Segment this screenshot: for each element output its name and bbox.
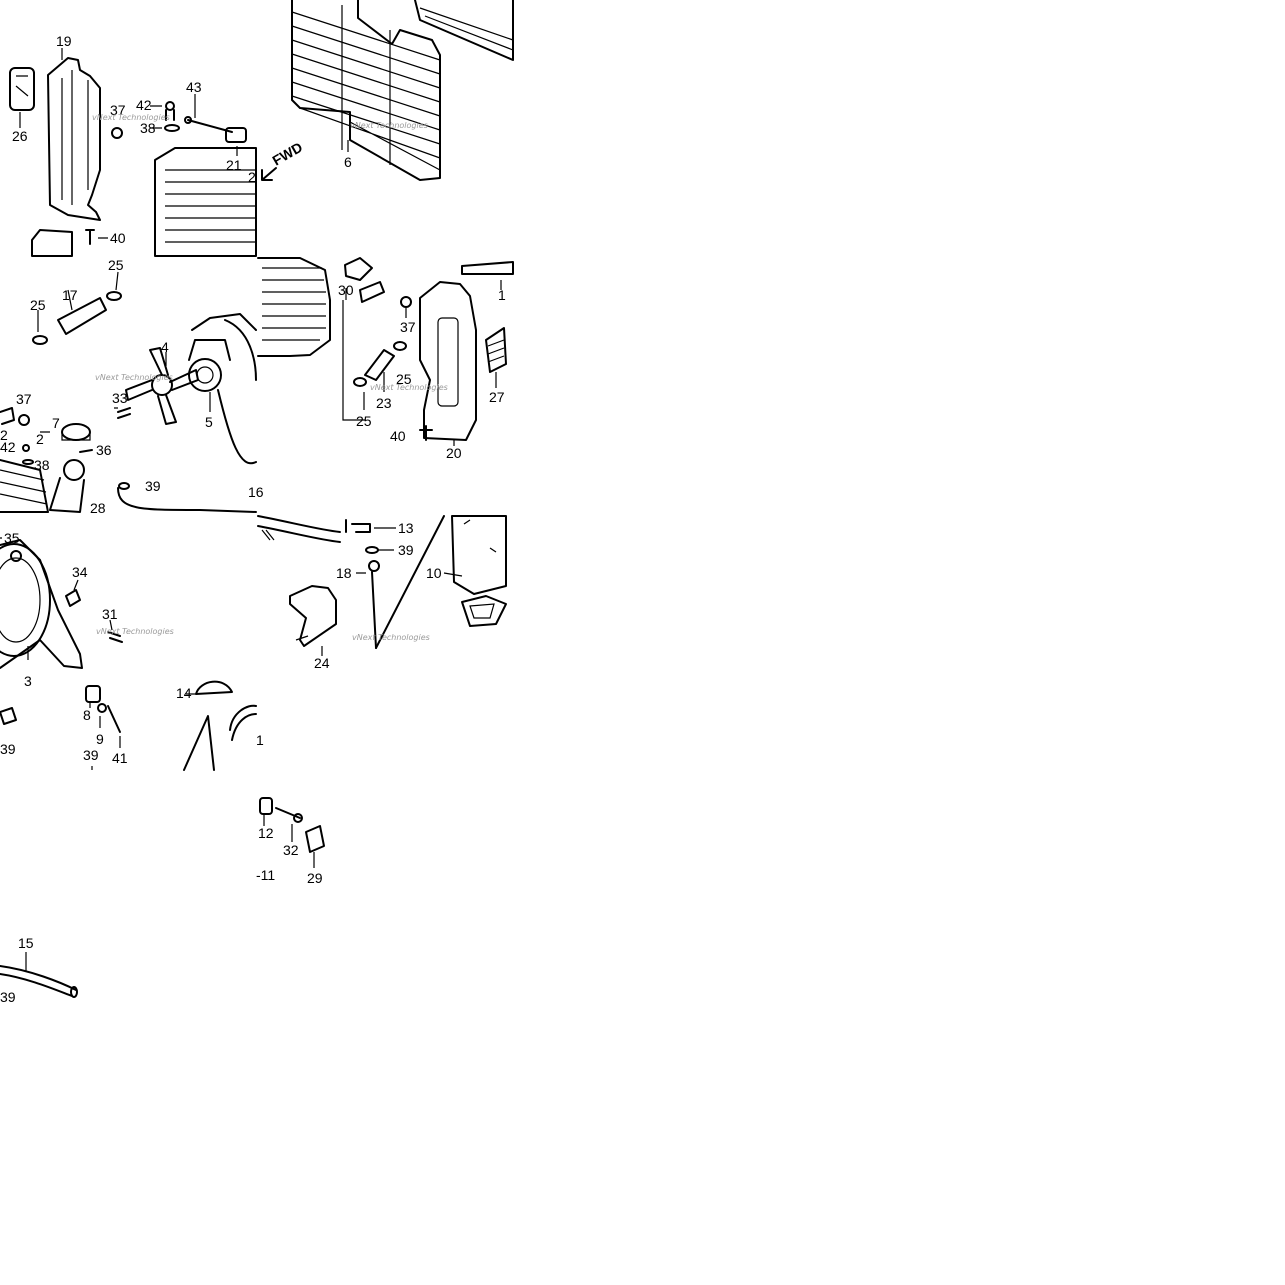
callout-38: 38	[140, 120, 156, 136]
callout-28: 28	[90, 500, 106, 516]
callout-30: 30	[338, 282, 354, 298]
callout-4: 4	[161, 339, 169, 355]
callout-1b: 1	[256, 732, 264, 748]
callout-3: 3	[24, 673, 32, 689]
callout-16: 39	[0, 741, 16, 757]
callout-13: 13	[398, 520, 414, 536]
fan-shroud-group	[0, 537, 257, 771]
callout-42b: 42	[0, 439, 16, 455]
right-shroud-group	[257, 257, 514, 446]
reservoir-group	[257, 515, 507, 656]
callout-37b: 37	[16, 391, 32, 407]
callout-24: 24	[314, 655, 330, 671]
callout-38b: 38	[34, 457, 50, 473]
callout-14: 14	[176, 685, 192, 701]
watermark-5: vNext Technologies	[96, 627, 174, 636]
callout-31: 31	[102, 606, 118, 622]
callout-27: 27	[489, 389, 505, 405]
callout-34: 34	[72, 564, 88, 580]
callout-25: 25	[30, 297, 46, 313]
callout-15: 15	[18, 935, 34, 951]
watermark-2: vNext Technologies	[350, 121, 428, 130]
callout-35: 35	[4, 530, 20, 546]
callout-39: 39	[145, 478, 161, 494]
callout-23: 23	[376, 395, 392, 411]
watermark-6: vNext Technologies	[352, 633, 430, 642]
callout-5: 5	[205, 414, 213, 430]
callout-7: 7	[52, 415, 60, 431]
callout-36: 36	[96, 442, 112, 458]
callout-33: 33	[112, 390, 128, 406]
callout-42: 42	[136, 97, 152, 113]
callout-1: 1	[498, 287, 506, 303]
callout-39c: 39	[398, 542, 414, 558]
watermark-4: vNext Technologies	[370, 383, 448, 392]
callout-20: 20	[446, 445, 462, 461]
callout-9: 9	[96, 731, 104, 747]
callout-41: 41	[112, 750, 128, 766]
callout-17: 17	[62, 287, 78, 303]
callout-8: 8	[83, 707, 91, 723]
callout-12: 12	[258, 825, 274, 841]
callout-26: 26	[12, 128, 28, 144]
fwd-label: FWD	[270, 139, 306, 169]
mount-parts-group	[259, 797, 325, 868]
watermark: vNext Technologies	[92, 113, 170, 122]
callout-29: 29	[307, 870, 323, 886]
callout-40b: 40	[390, 428, 406, 444]
callout-2b: 2	[36, 431, 44, 447]
radiator-left-shroud-group	[9, 48, 277, 257]
callout-39d: 39	[0, 989, 16, 1005]
callout-32: 32	[283, 842, 299, 858]
callout-11: -11	[256, 867, 275, 883]
callout-10: 10	[426, 565, 442, 581]
fan-motor-group	[0, 271, 257, 513]
callout-37c: 37	[400, 319, 416, 335]
callout-37: 37	[110, 102, 126, 118]
callout-25b: 25	[108, 257, 124, 273]
callout-2c: 2	[0, 427, 8, 443]
overflow-hose-group	[0, 952, 78, 998]
callout-21: 21	[226, 157, 242, 173]
callout-25c: 25	[396, 371, 412, 387]
callout-25d: 25	[356, 413, 372, 429]
callout-2: 2	[248, 169, 256, 185]
callout-40: 40	[110, 230, 126, 246]
callout-18: 18	[336, 565, 352, 581]
callout-19: 19	[56, 33, 72, 49]
radiator-core-group	[291, 0, 514, 181]
callout-6: 6	[344, 154, 352, 170]
watermark-3: vNext Technologies	[95, 373, 173, 382]
callout-43: 43	[186, 79, 202, 95]
callout-16-top: 16	[248, 484, 264, 500]
callout-39b: 39	[83, 747, 99, 763]
